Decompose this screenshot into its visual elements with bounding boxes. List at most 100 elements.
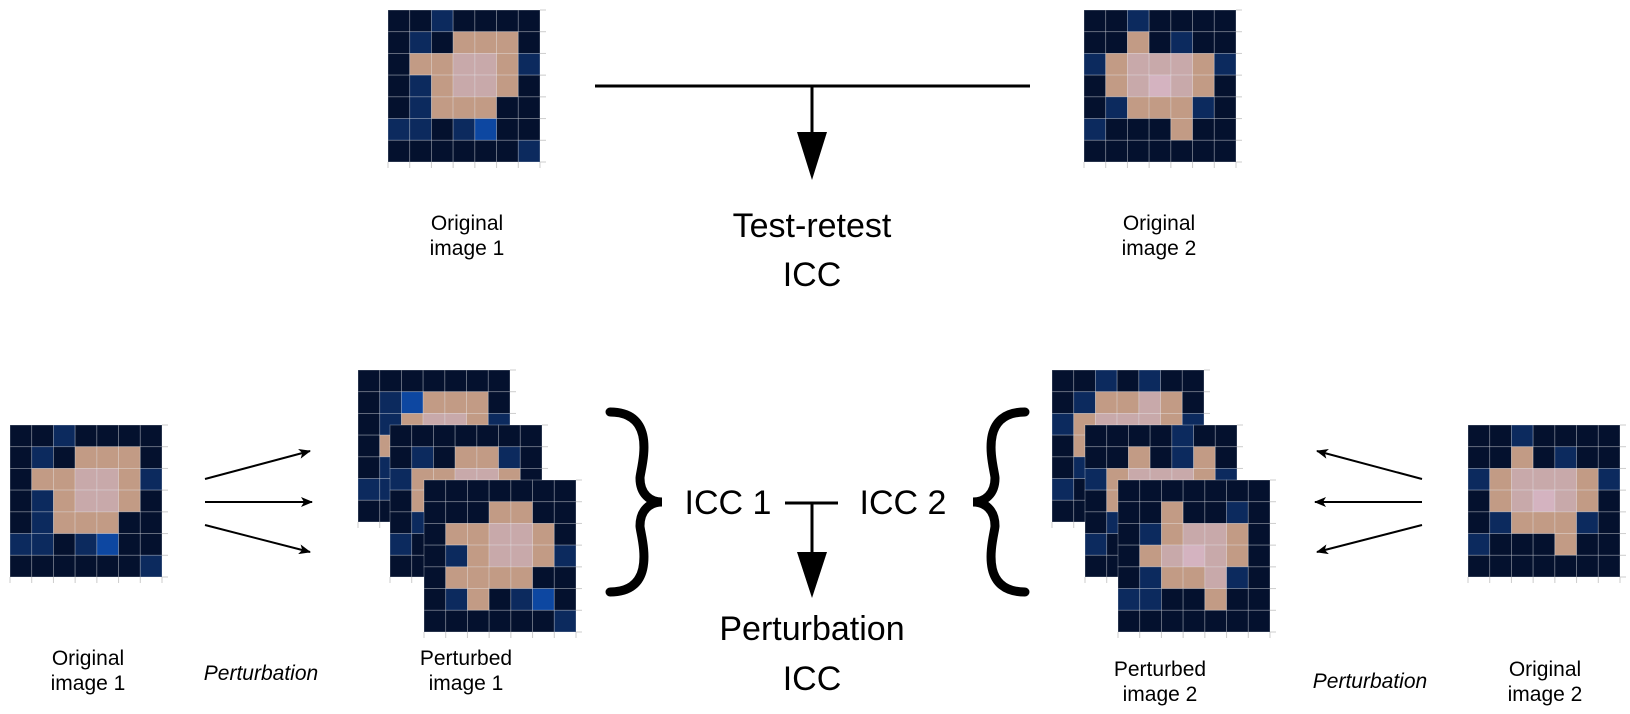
- perturbed-2-label-line1: Perturbed: [1114, 658, 1206, 681]
- image-pixel: [488, 609, 512, 633]
- image-pixel: [357, 434, 381, 458]
- image-pixel: [9, 489, 33, 513]
- perturbation-arrow-right-3: [1316, 524, 1423, 555]
- image-pixel: [1532, 489, 1556, 513]
- image-pixel: [1204, 588, 1227, 611]
- image-pixel: [74, 489, 98, 513]
- image-pixel: [1051, 456, 1075, 479]
- image-pixel: [1149, 424, 1173, 448]
- image-pixel: [1105, 31, 1128, 54]
- image-pixel: [532, 566, 555, 589]
- image-pixel: [96, 511, 119, 534]
- image-pixel: [1095, 369, 1118, 393]
- perturbation-arrow-right-1: [1316, 449, 1423, 480]
- image-pixel: [532, 588, 555, 611]
- image-pixel: [1105, 74, 1128, 98]
- perturbation-title-line2: ICC: [783, 660, 842, 698]
- image-pixel: [466, 391, 489, 414]
- image-pixel: [1161, 609, 1184, 633]
- image-pixel: [1576, 533, 1599, 556]
- image-pixel: [1083, 31, 1107, 54]
- image-pixel: [409, 96, 432, 119]
- image-pixel: [118, 554, 141, 578]
- image-pixel: [431, 139, 454, 163]
- image-pixel: [53, 554, 76, 578]
- image-pixel: [387, 74, 411, 98]
- image-pixel: [1213, 31, 1237, 54]
- image-pixel: [1226, 479, 1249, 503]
- image-pixel: [31, 489, 54, 513]
- image-pixel: [139, 424, 163, 448]
- image-pixel: [387, 139, 411, 163]
- image-pixel: [1127, 9, 1150, 33]
- image-pixel: [1214, 424, 1238, 448]
- image-pixel: [1182, 501, 1206, 524]
- image-pixel: [488, 588, 512, 611]
- image-pixel: [31, 446, 54, 469]
- image-pixel: [1489, 554, 1512, 578]
- image-pixel: [1192, 139, 1215, 163]
- image-pixel: [31, 468, 54, 491]
- image-pixel: [1182, 566, 1206, 589]
- image-pixel: [452, 96, 476, 119]
- image-pixel: [1204, 609, 1227, 633]
- image-pixel: [357, 456, 381, 479]
- image-pixel: [467, 479, 490, 503]
- image-pixel: [510, 523, 533, 546]
- image-pixel: [488, 479, 512, 503]
- image-pixel: [409, 139, 432, 163]
- image-pixel: [1105, 139, 1128, 163]
- image-pixel: [431, 74, 454, 98]
- image-pixel: [488, 501, 512, 524]
- image-pixel: [1204, 479, 1227, 503]
- image-pixel: [1148, 118, 1172, 141]
- image-pixel: [1139, 566, 1162, 589]
- image-pixel: [1247, 588, 1271, 611]
- image-pixel: [1213, 53, 1237, 76]
- image-pixel: [1213, 139, 1237, 163]
- image-pixel: [1597, 446, 1621, 469]
- image-pixel: [53, 446, 76, 469]
- image-pixel: [474, 9, 497, 33]
- image-pixel: [96, 489, 119, 513]
- image-pixel: [498, 446, 521, 469]
- image-pixel: [431, 53, 454, 76]
- image-pixel: [1192, 9, 1215, 33]
- image-pixel: [357, 499, 381, 523]
- image-pixel: [1105, 9, 1128, 33]
- image-pixel: [496, 139, 519, 163]
- image-pixel: [9, 554, 33, 578]
- image-pixel: [1489, 511, 1512, 534]
- image-pixel: [510, 588, 533, 611]
- image-pixel: [496, 96, 519, 119]
- image-pixel: [1181, 369, 1205, 393]
- image-pixel: [532, 523, 555, 546]
- image-pixel: [496, 118, 519, 141]
- image-pixel: [118, 511, 141, 534]
- image-pixel: [1247, 501, 1271, 524]
- image-pixel: [467, 523, 490, 546]
- image-pixel: [53, 489, 76, 513]
- image-pixel: [1127, 139, 1150, 163]
- image-pixel: [1084, 489, 1108, 513]
- image-pixel: [1148, 139, 1172, 163]
- image-pixel: [445, 501, 468, 524]
- image-pixel: [433, 424, 456, 448]
- image-pixel: [389, 511, 413, 534]
- bottom-original-2-label-line2: image 2: [1508, 683, 1583, 706]
- image-pixel: [1148, 53, 1172, 76]
- image-pixel: [1532, 424, 1556, 448]
- image-pixel: [1554, 554, 1577, 578]
- image-pixel: [1576, 511, 1599, 534]
- image-pixel: [1597, 511, 1621, 534]
- image-pixel: [118, 468, 141, 491]
- image-pixel: [496, 74, 519, 98]
- image-pixel: [401, 369, 424, 393]
- image-pixel: [1554, 511, 1577, 534]
- image-pixel: [444, 369, 467, 393]
- image-pixel: [1554, 446, 1577, 469]
- image-pixel: [96, 533, 119, 556]
- image-pixel: [389, 424, 413, 448]
- perturbation-arrow-left-1: [204, 449, 311, 480]
- image-pixel: [1204, 566, 1227, 589]
